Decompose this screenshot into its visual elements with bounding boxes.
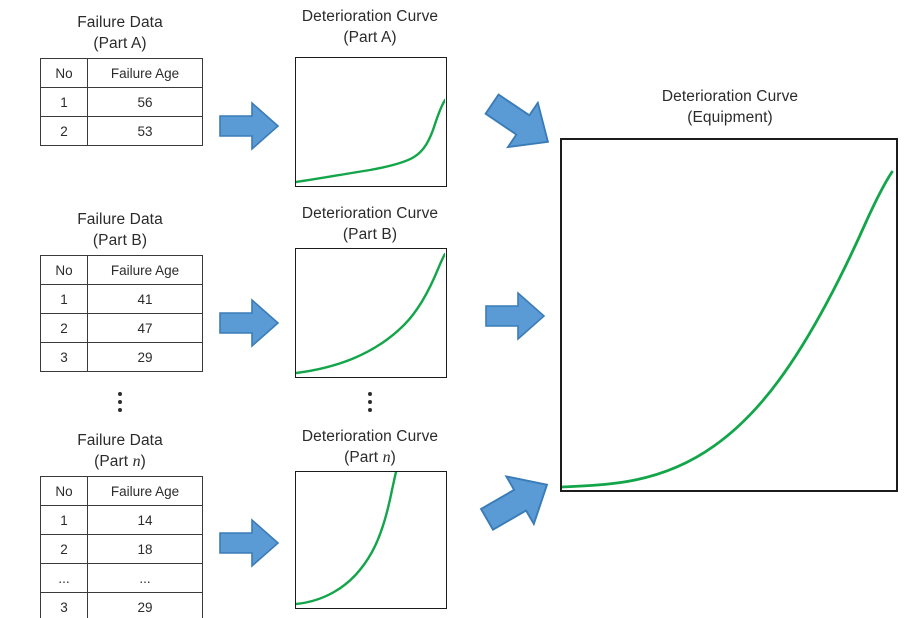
cell-no: 2 — [40, 313, 88, 343]
deterioration-chart-part-n — [295, 471, 447, 609]
arrow-curve-a-to-equipment — [484, 92, 556, 154]
deterioration-chart-equipment — [560, 138, 898, 492]
ellipsis-charts — [360, 388, 380, 416]
chart-caption-part-a: Deterioration Curve (Part A) — [272, 6, 468, 48]
cell-failure-age: 29 — [87, 342, 203, 372]
cell-no: 1 — [40, 505, 88, 535]
chart-caption-line2: (Part B) — [342, 226, 398, 243]
cell-failure-age: 18 — [87, 534, 203, 564]
cell-failure-age: 29 — [87, 592, 203, 618]
curve-part-b-svg — [296, 252, 445, 375]
cell-no: 3 — [40, 342, 88, 372]
cell-no: 1 — [40, 87, 88, 117]
table-caption-part-n: Failure Data (Part n) — [30, 430, 210, 472]
cell-no: ... — [40, 563, 88, 593]
chart-caption-line2: (Part n) — [272, 447, 468, 468]
table-caption-suffix: ) — [140, 453, 146, 470]
curve-equipment-svg — [562, 170, 894, 489]
cell-no: 3 — [40, 592, 88, 618]
header-no: No — [40, 476, 88, 506]
header-failure-age: Failure Age — [87, 476, 203, 506]
header-failure-age: Failure Age — [87, 255, 203, 285]
arrow-table-n-to-curve-n — [218, 517, 280, 569]
curve-part-n-svg — [296, 472, 398, 606]
chart-caption-line1: Deterioration Curve — [301, 428, 439, 445]
cell-no: 2 — [40, 116, 88, 146]
table-header-row: No Failure Age — [40, 476, 203, 506]
table-caption-line2: (Part B) — [92, 232, 148, 249]
arrow-curve-b-to-equipment — [484, 290, 546, 342]
table-row: 3 29 — [40, 592, 203, 618]
failure-data-table-part-a: No Failure Age 1 56 2 53 — [40, 58, 203, 146]
chart-caption-equipment: Deterioration Curve (Equipment) — [630, 86, 830, 128]
deterioration-chart-part-a — [295, 57, 447, 187]
table-caption-part-b: Failure Data (Part B) — [30, 209, 210, 251]
arrow-table-b-to-curve-b — [218, 297, 280, 349]
table-caption-variable: n — [132, 453, 141, 470]
failure-data-table-part-n: No Failure Age 1 14 2 18 ... ... 3 29 — [40, 476, 203, 618]
table-row: 3 29 — [40, 342, 203, 372]
table-row: 1 41 — [40, 284, 203, 314]
header-no: No — [40, 58, 88, 88]
table-row: 2 18 — [40, 534, 203, 564]
deterioration-chart-part-b — [295, 248, 447, 378]
cell-failure-age: ... — [87, 563, 203, 593]
cell-failure-age: 53 — [87, 116, 203, 146]
table-row: ... ... — [40, 563, 203, 593]
failure-data-table-part-b: No Failure Age 1 41 2 47 3 29 — [40, 255, 203, 372]
table-row: 2 53 — [40, 116, 203, 146]
chart-caption-prefix: (Part — [344, 449, 383, 466]
table-caption-line1: Failure Data — [77, 14, 163, 31]
chart-caption-line2: (Part A) — [343, 29, 397, 46]
table-row: 1 56 — [40, 87, 203, 117]
table-row: 1 14 — [40, 505, 203, 535]
cell-failure-age: 56 — [87, 87, 203, 117]
chart-caption-line1: Deterioration Curve — [301, 8, 439, 25]
ellipsis-tables — [110, 388, 130, 416]
cell-no: 2 — [40, 534, 88, 564]
table-caption-part-a: Failure Data (Part A) — [30, 12, 210, 54]
table-caption-line2: (Part n) — [30, 451, 210, 472]
header-failure-age: Failure Age — [87, 58, 203, 88]
table-header-row: No Failure Age — [40, 255, 203, 285]
table-caption-line2: (Part A) — [93, 35, 147, 52]
table-caption-line1: Failure Data — [77, 432, 163, 449]
arrow-curve-n-to-equipment — [479, 470, 554, 534]
curve-part-a-svg — [296, 98, 445, 184]
header-no: No — [40, 255, 88, 285]
chart-caption-line1: Deterioration Curve — [661, 88, 799, 105]
table-caption-line1: Failure Data — [77, 211, 163, 228]
chart-caption-suffix: ) — [390, 449, 396, 466]
table-row: 2 47 — [40, 313, 203, 343]
cell-failure-age: 14 — [87, 505, 203, 535]
cell-failure-age: 41 — [87, 284, 203, 314]
arrow-table-a-to-curve-a — [218, 100, 280, 152]
chart-caption-part-b: Deterioration Curve (Part B) — [272, 203, 468, 245]
table-caption-prefix: (Part — [94, 453, 133, 470]
chart-caption-part-n: Deterioration Curve (Part n) — [272, 426, 468, 468]
table-header-row: No Failure Age — [40, 58, 203, 88]
chart-caption-line1: Deterioration Curve — [301, 205, 439, 222]
chart-caption-variable: n — [382, 449, 391, 466]
cell-failure-age: 47 — [87, 313, 203, 343]
chart-caption-line2: (Equipment) — [687, 109, 773, 126]
cell-no: 1 — [40, 284, 88, 314]
